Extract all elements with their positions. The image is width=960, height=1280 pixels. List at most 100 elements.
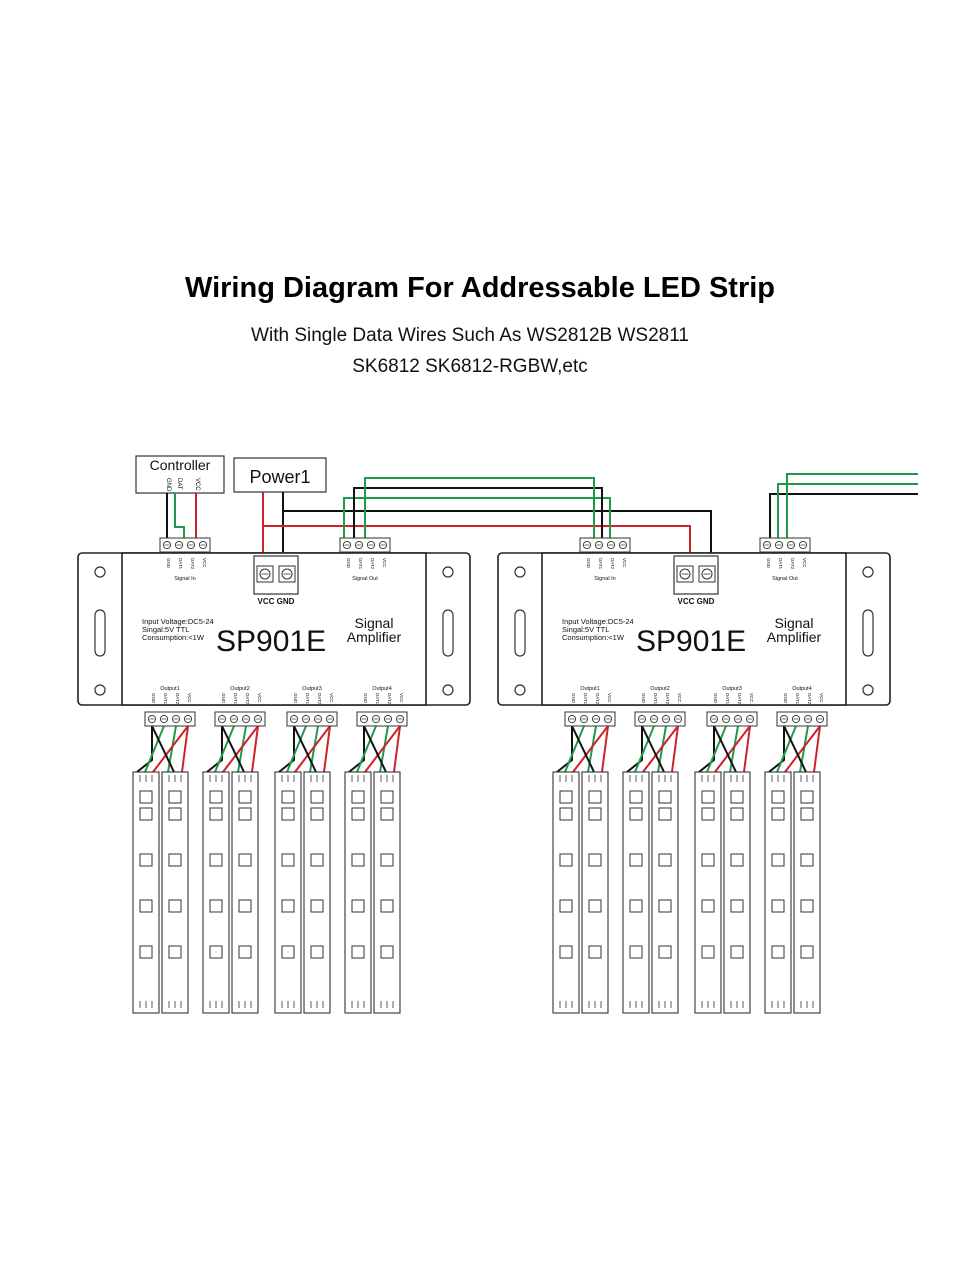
signal-in-pin-label: DAT2 (610, 558, 615, 570)
led-strip (651, 771, 679, 1014)
wire-strip-gnd (626, 726, 643, 773)
wire-strip-vcc (294, 725, 331, 773)
led-chip (380, 807, 394, 821)
led-chip (559, 853, 573, 867)
led-chip (771, 807, 785, 821)
led-chip (139, 853, 153, 867)
led-chip (730, 945, 744, 959)
wire-strip-dat1 (144, 725, 165, 773)
signal-in-pin-label: DAT1 (598, 558, 603, 570)
led-chip (559, 945, 573, 959)
led-chip (209, 807, 223, 821)
led-chip (281, 945, 295, 959)
subtitle-line-1: With Single Data Wires Such As WS2812B W… (251, 325, 689, 346)
output-1-pin-label: DAT2 (175, 693, 180, 705)
led-chip (658, 790, 672, 804)
wire-controller-data (174, 493, 185, 545)
led-chip (800, 945, 814, 959)
signal-in-terminal (159, 537, 211, 553)
output-4-pin-label: GND (783, 693, 788, 704)
mount-slot (514, 609, 526, 657)
wire-strip-gnd-2 (151, 725, 175, 773)
output-4-pin-label: VCC (399, 693, 404, 703)
output-3-pin-label: DAT1 (725, 693, 730, 705)
power-label: Power1 (249, 467, 310, 487)
led-chip (730, 899, 744, 913)
signal-in-pin-label: DAT1 (178, 558, 183, 570)
led-strip (231, 771, 259, 1014)
led-strip (581, 771, 609, 1014)
wire-strip-vcc (222, 725, 259, 773)
wire-power-gnd-unit2 (283, 510, 712, 556)
output-2-pin-label: VCC (257, 693, 262, 703)
wire-strip-gnd-2 (713, 725, 737, 773)
led-chip (209, 945, 223, 959)
wire-strip-vcc (642, 725, 679, 773)
led-chip (209, 899, 223, 913)
wire-strip-dat2 (167, 725, 177, 773)
output-terminal-1 (564, 711, 616, 727)
wire-strip-gnd (278, 726, 295, 773)
led-chip (771, 945, 785, 959)
mount-hole (442, 566, 454, 578)
signal-in-pin-label: DAT2 (190, 558, 195, 570)
led-chip (771, 853, 785, 867)
wire-strip-gnd (556, 726, 573, 773)
output-label-1: Output1 (580, 686, 600, 692)
signal-out-pin-label: VCC (802, 558, 807, 568)
wire-strip-gnd-2 (783, 725, 807, 773)
led-chip (800, 899, 814, 913)
output-1-pin-label: VCC (607, 693, 612, 703)
led-chip (380, 853, 394, 867)
led-chip (588, 790, 602, 804)
controller-box (135, 455, 225, 494)
led-chip (168, 790, 182, 804)
mount-slot (442, 609, 454, 657)
wire-power-vcc-unit2 (263, 525, 691, 556)
led-chip (701, 899, 715, 913)
led-strip (694, 771, 722, 1014)
wire-strip-gnd-2 (571, 725, 595, 773)
led-chip (139, 945, 153, 959)
led-chip (351, 807, 365, 821)
output-2-pin-label: DAT2 (245, 693, 250, 705)
output-2-pin-label: DAT1 (233, 693, 238, 705)
output-terminal-3-block (286, 711, 338, 727)
output-terminal-2 (214, 711, 266, 727)
mount-hole (862, 684, 874, 696)
wire-link-dat-b (364, 477, 595, 545)
output-2-pin-label: GND (641, 693, 646, 704)
led-chip (629, 853, 643, 867)
wire-strip-vcc-2 (601, 725, 609, 773)
wire-strip-vcc-2 (671, 725, 679, 773)
wire-out-gnd (769, 493, 918, 545)
led-strips (132, 771, 821, 1014)
wire-strip-dat2 (799, 725, 809, 773)
led-chip (310, 899, 324, 913)
output-label-3: Output3 (722, 686, 742, 692)
output-2-pin-label: VCC (677, 693, 682, 703)
mount-hole (862, 566, 874, 578)
output-terminal-1 (144, 711, 196, 727)
led-strip-body (581, 771, 609, 1014)
output-1-pin-label: DAT1 (583, 693, 588, 705)
signal-in-terminal-block (579, 537, 631, 553)
page-title: Wiring Diagram For Addressable LED Strip (184, 272, 776, 304)
signal-out-terminal (339, 537, 391, 553)
wire-strip-vcc (714, 725, 751, 773)
output-2-pin-label: GND (221, 693, 226, 704)
output-3-pin-label: VCC (329, 693, 334, 703)
wire-strip-dat2 (237, 725, 247, 773)
signal-out-pin-label: DAT1 (778, 558, 783, 570)
signal-in-terminal-block (159, 537, 211, 553)
led-chip (629, 790, 643, 804)
controller-pin-dat: DAT (176, 478, 182, 490)
led-chip (588, 899, 602, 913)
led-chip (701, 853, 715, 867)
output-3-pin-label: DAT1 (305, 693, 310, 705)
signal-out-terminal-block (759, 537, 811, 553)
led-strip (202, 771, 230, 1014)
mount-slot (862, 609, 874, 657)
output-terminal-3 (286, 711, 338, 727)
